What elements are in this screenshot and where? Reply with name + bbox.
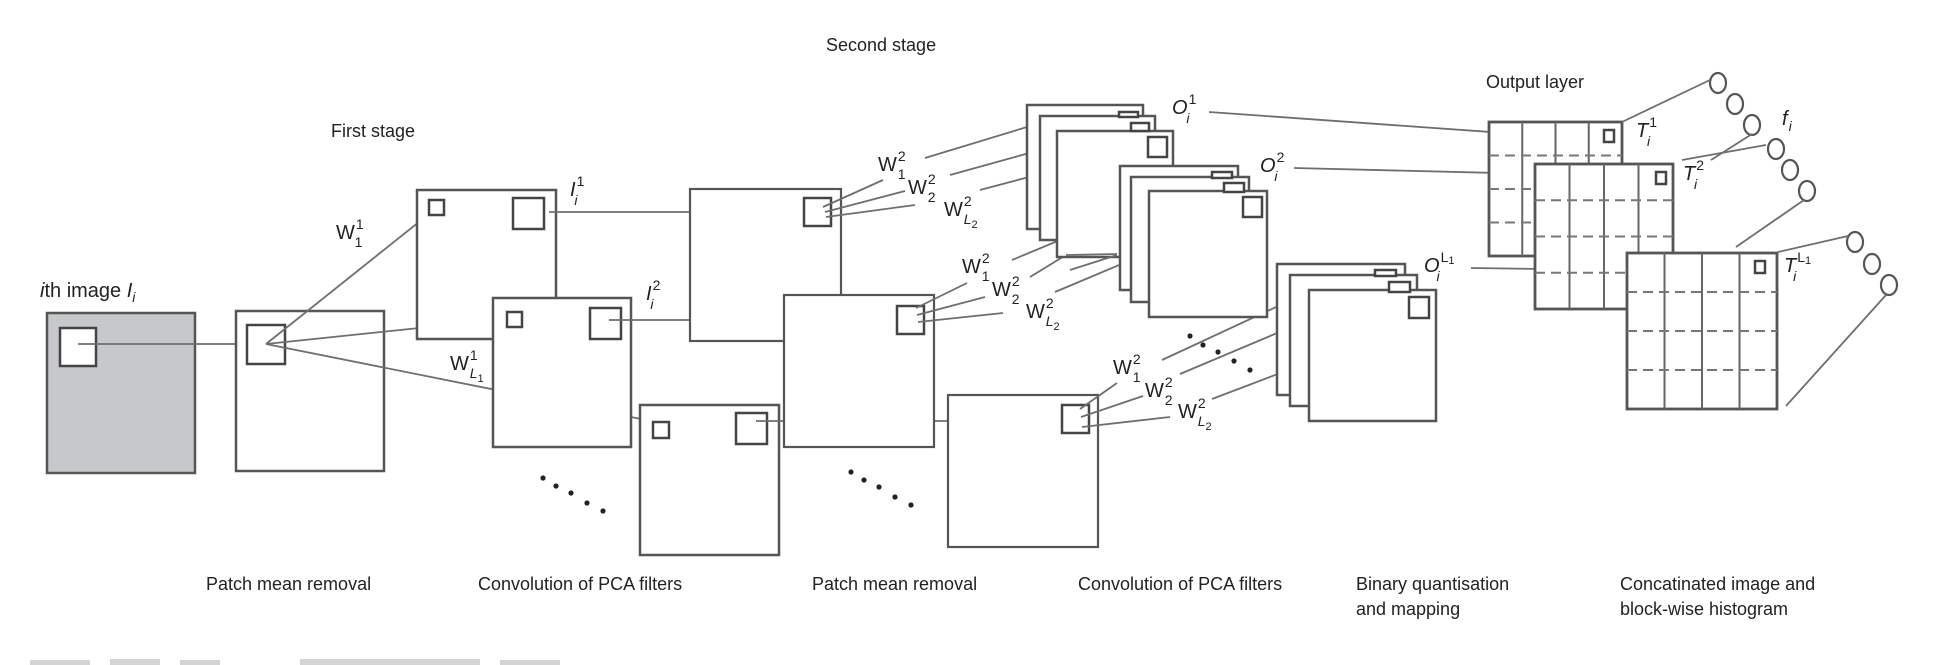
histogram-grid-3	[1625, 251, 1779, 411]
truncated-caption	[30, 659, 560, 665]
step-label-binary-quantisation-line2: and mapping	[1356, 599, 1460, 619]
input-image: ith image Ii	[40, 280, 197, 475]
feature-vector-label: fi	[1782, 108, 1793, 134]
input-image-label: ith image Ii	[40, 280, 136, 305]
conv-map-2	[491, 296, 633, 449]
second-stage-title: Second stage	[826, 35, 936, 55]
feature-node	[1780, 158, 1800, 182]
feature-node	[1742, 113, 1762, 137]
step-label-patch-mean-1: Patch mean removal	[206, 574, 371, 594]
histogram-patch	[1654, 170, 1668, 186]
input-patch	[58, 326, 98, 368]
step-label-conv-pca-1: Convolution of PCA filters	[478, 574, 682, 594]
feature-vector-lines	[1621, 79, 1887, 407]
patch-mean-removal-2b	[782, 293, 936, 449]
conv-map-1-small-patch	[427, 198, 446, 217]
feature-node	[1797, 179, 1817, 203]
step-label-binary-quantisation-line1: Binary quantisation	[1356, 574, 1509, 594]
feature-node	[1862, 252, 1882, 276]
patch-mean-frame-2b	[782, 293, 936, 449]
conv-map-l1-small-patch	[651, 420, 671, 440]
mean-removed-patch-2b	[895, 304, 926, 336]
conv-map-2-large-patch	[588, 306, 623, 341]
ellipsis-dots-1	[540, 475, 606, 514]
conv-map-l1-large-patch	[734, 411, 769, 446]
conv-output-stack-2	[1065, 164, 1269, 319]
conv-output-stack-3	[1275, 262, 1438, 423]
step-label-histogram-line2: block-wise histogram	[1620, 599, 1788, 619]
ellipsis-dots-3	[1187, 333, 1253, 373]
feature-node	[1879, 273, 1899, 297]
step-label-patch-mean-2: Patch mean removal	[812, 574, 977, 594]
conv-map-1	[415, 188, 558, 341]
conv-map-2-small-patch	[505, 310, 524, 329]
step-labels: Patch mean removal Convolution of PCA fi…	[206, 574, 1815, 619]
feature-node	[1725, 92, 1745, 116]
histogram-patch	[1753, 259, 1767, 275]
first-stage-title: First stage	[331, 121, 415, 141]
conv-map-1-large-patch	[511, 196, 546, 231]
ellipsis-dots-2	[848, 469, 914, 508]
histogram-patch	[1602, 128, 1616, 144]
filter-line-w1	[265, 201, 445, 345]
step-label-conv-pca-2: Convolution of PCA filters	[1078, 574, 1282, 594]
output-layer-title: Output layer	[1486, 72, 1584, 92]
feature-node	[1708, 71, 1728, 95]
feature-node	[1845, 230, 1865, 254]
patch-mean-removal-1	[234, 309, 386, 473]
feature-vector-nodes	[1708, 71, 1899, 297]
feature-node	[1766, 137, 1786, 161]
patch-mean-removal-2c	[946, 393, 1100, 549]
conv-map-l1	[638, 403, 781, 557]
step-label-histogram-line1: Concatinated image and	[1620, 574, 1815, 594]
mean-removed-patch-2c	[1060, 403, 1091, 435]
